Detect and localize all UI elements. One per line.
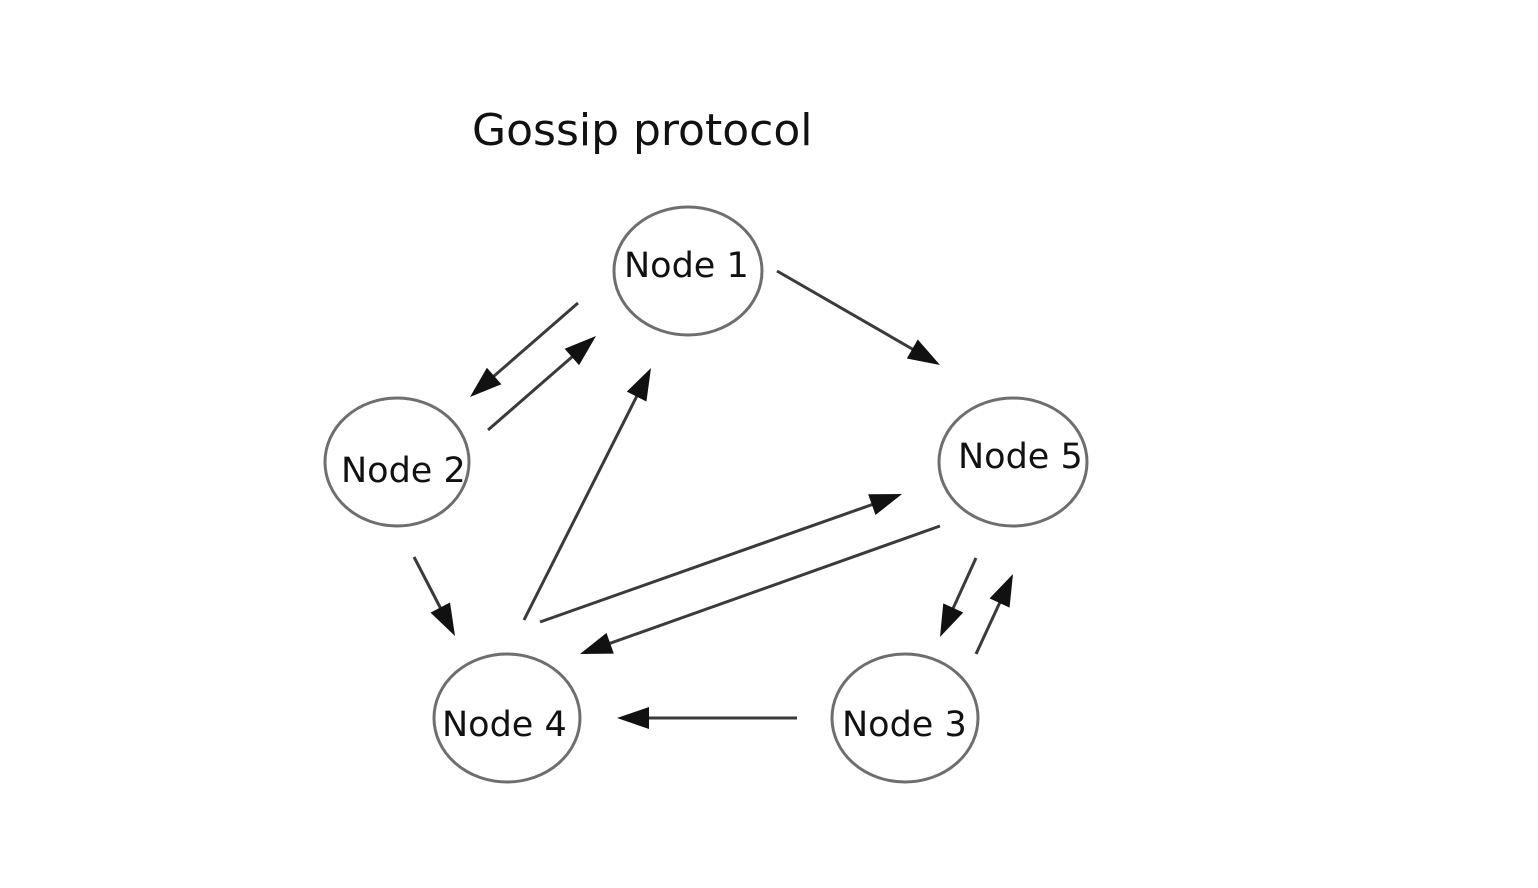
edge-n5-to-n3 [940,557,978,637]
arrowhead-icon [580,632,614,654]
node-3: Node 3 [830,652,980,784]
edge-n3-to-n5 [974,574,1013,655]
arrowhead-icon [430,602,455,636]
node-circle [830,652,980,784]
edge-n2-to-n4 [412,556,455,636]
edge-line [522,394,639,621]
node-1: Node 1 [612,205,764,337]
node-circle [937,396,1089,528]
edge-line [776,269,915,352]
edge-line [951,557,978,611]
edge-line [974,600,1002,655]
node-label: Node 1 [624,246,749,286]
node-label: Node 4 [442,705,567,745]
arrowhead-icon [617,707,649,729]
arrowhead-icon [564,336,596,366]
edge-n1-to-n5 [776,269,940,365]
node-label: Node 3 [842,705,967,745]
node-2: Node 2 [323,396,471,528]
edge-line [607,524,941,646]
edge-n4-to-n5 [539,494,902,624]
edge-line [412,556,443,611]
edge-line [491,301,579,379]
node-circle [323,396,471,528]
node-label: Node 2 [341,451,466,491]
arrowhead-icon [868,494,902,516]
arrowhead-icon [940,603,964,637]
arrowhead-icon [906,339,940,365]
arrowhead-icon [626,368,651,402]
node-label: Node 5 [958,437,1083,477]
node-4: Node 4 [432,652,582,784]
edge-line [539,502,875,624]
nodes-layer: Node 1 Node 2 Node 3 Node 4 Node 5 [323,205,1089,784]
edge-n1-to-n2 [470,301,579,397]
edge-n3-to-n4 [617,707,797,729]
edge-n2-to-n1 [487,336,596,432]
node-circle [612,205,764,337]
edges-layer [412,269,1013,729]
node-5: Node 5 [937,396,1089,528]
node-circle [432,652,582,784]
edge-n4-to-n1 [522,368,651,621]
arrowhead-icon [470,367,502,397]
diagram-title: Gossip protocol [472,105,812,156]
edge-line [487,354,575,432]
edge-n5-to-n4 [580,524,941,654]
arrowhead-icon [989,574,1013,608]
